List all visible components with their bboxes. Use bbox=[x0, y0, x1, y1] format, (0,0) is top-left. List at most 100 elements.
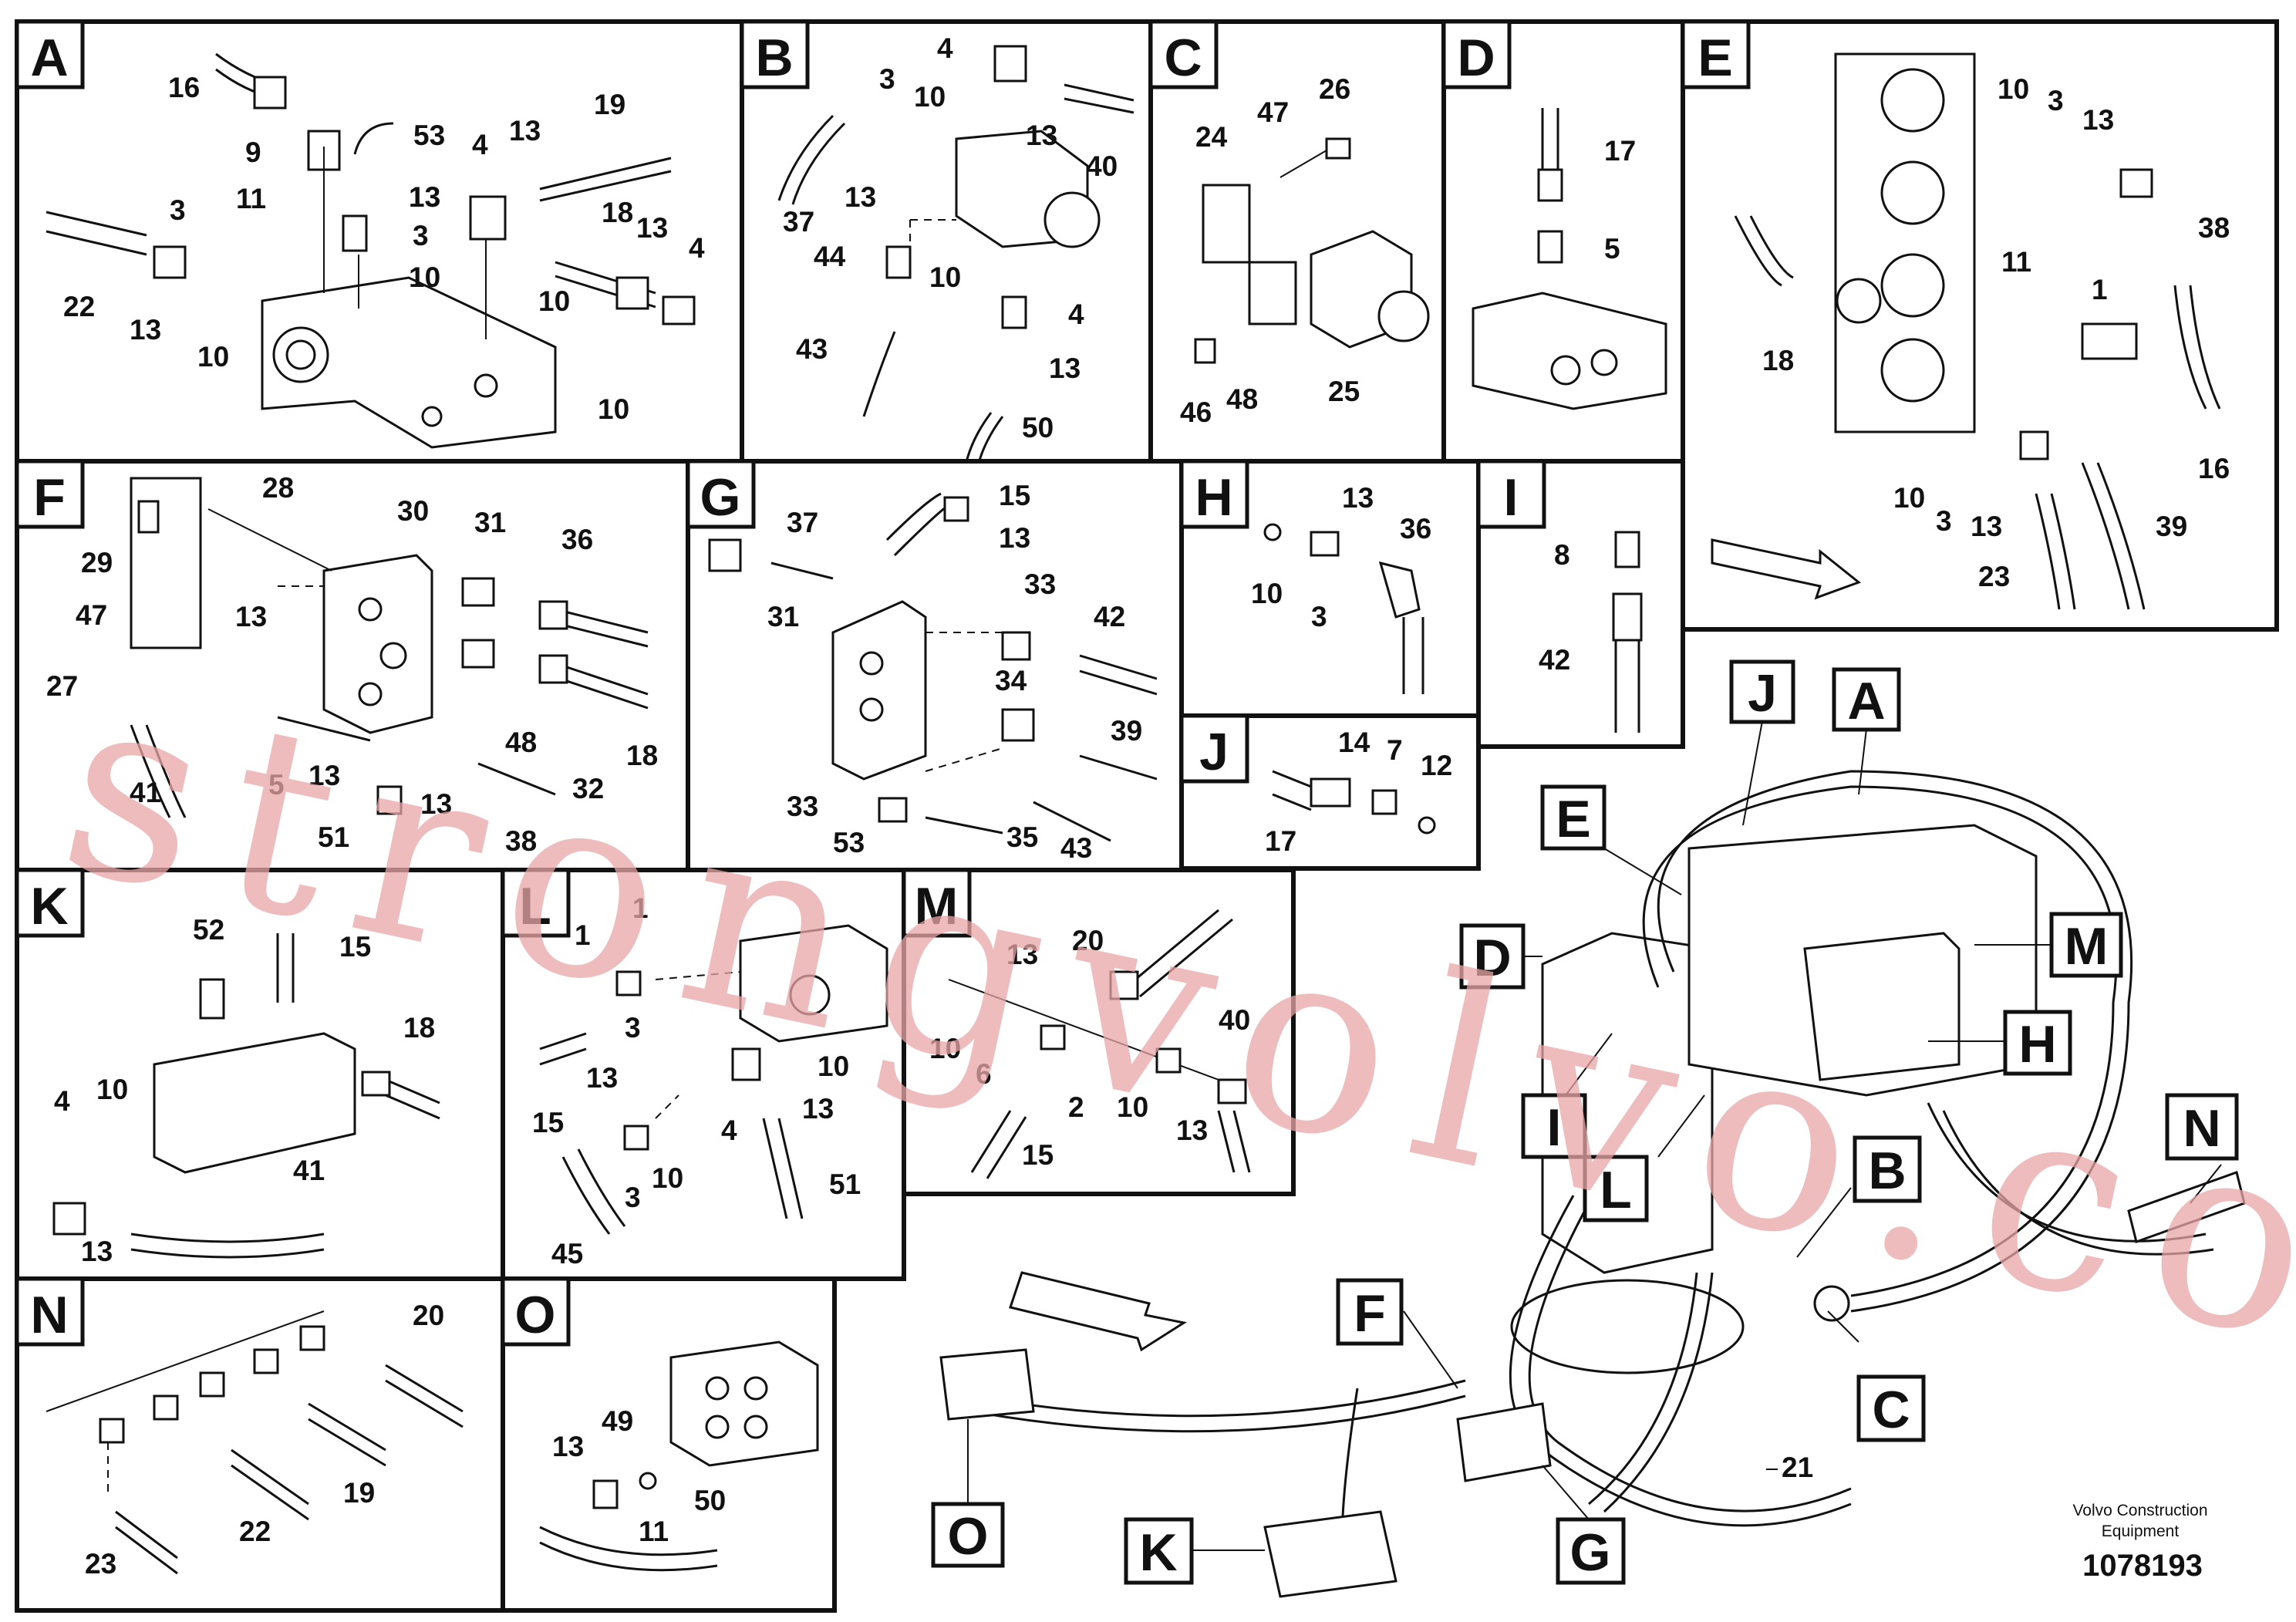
part-label: 11 bbox=[639, 1516, 669, 1547]
part-label: 48 bbox=[505, 727, 537, 758]
part-label: 3 bbox=[879, 63, 895, 95]
part-label: 13 bbox=[1006, 939, 1038, 970]
panel-i: I 8 42 bbox=[1476, 459, 1685, 749]
svg-text:F: F bbox=[1354, 1284, 1386, 1343]
part-label: 5 bbox=[268, 769, 285, 801]
part-label: 33 bbox=[1024, 568, 1056, 600]
svg-text:C: C bbox=[1872, 1381, 1910, 1439]
part-label: 3 bbox=[625, 1012, 641, 1044]
part-label: 24 bbox=[1195, 121, 1228, 153]
part-label: 10 bbox=[538, 285, 570, 317]
part-label: 13 bbox=[586, 1062, 618, 1094]
panel-a: A 16 9 53 19 13 4 13 11 13 3 10 18 13 bbox=[15, 19, 744, 464]
panel-j: J 14 7 12 17 bbox=[1179, 713, 1481, 871]
part-label: 10 bbox=[1893, 482, 1925, 514]
part-label: 21 bbox=[1782, 1452, 1813, 1483]
part-label: 13 bbox=[636, 212, 668, 244]
svg-text:A: A bbox=[1847, 672, 1885, 730]
part-label: 4 bbox=[1068, 298, 1084, 330]
callout-c[interactable]: C bbox=[1827, 1310, 1926, 1442]
callout-b[interactable]: B bbox=[1796, 1135, 1922, 1258]
part-label: 2 bbox=[1068, 1091, 1084, 1123]
part-label: 42 bbox=[1094, 601, 1125, 632]
part-label: 7 bbox=[1387, 734, 1403, 766]
part-label: 16 bbox=[168, 72, 200, 103]
callout-j[interactable]: J bbox=[1729, 659, 1795, 826]
panel-m-letter: M bbox=[915, 877, 959, 936]
part-label: 36 bbox=[561, 524, 593, 555]
part-label: 1 bbox=[632, 892, 649, 924]
part-label: 13 bbox=[845, 181, 876, 213]
part-label: 4 bbox=[937, 32, 953, 64]
part-label: 18 bbox=[602, 197, 633, 228]
svg-text:N: N bbox=[2183, 1099, 2220, 1158]
part-label: 5 bbox=[1604, 233, 1620, 265]
panel-b: B 4 3 10 13 40 37 13 44 10 4 43 13 50 bbox=[740, 19, 1153, 479]
part-label: 19 bbox=[343, 1477, 375, 1509]
part-label: 22 bbox=[63, 291, 95, 322]
part-label: 4 bbox=[721, 1114, 737, 1146]
part-label: 10 bbox=[929, 1033, 961, 1064]
part-label: 10 bbox=[1998, 73, 2029, 105]
part-label: 18 bbox=[626, 740, 658, 771]
part-label: 3 bbox=[1936, 505, 1952, 537]
part-label: 15 bbox=[339, 931, 371, 963]
callout-i[interactable]: I bbox=[1521, 1033, 1613, 1159]
part-label: 8 bbox=[1554, 539, 1570, 571]
part-label: 37 bbox=[787, 507, 818, 538]
part-label: 12 bbox=[1421, 750, 1452, 781]
part-label: 13 bbox=[509, 115, 541, 147]
part-label: 10 bbox=[652, 1162, 683, 1194]
callout-o[interactable]: O bbox=[931, 1419, 1005, 1568]
part-label: 28 bbox=[262, 472, 294, 504]
part-label: 50 bbox=[694, 1485, 726, 1516]
callout-g[interactable]: G bbox=[1542, 1465, 1626, 1585]
panel-c-letter: C bbox=[1164, 29, 1202, 87]
part-label: 10 bbox=[1251, 578, 1283, 609]
part-label: 13 bbox=[235, 601, 267, 632]
svg-text:B: B bbox=[1868, 1141, 1906, 1200]
svg-text:H: H bbox=[2018, 1015, 2056, 1074]
part-label: 3 bbox=[2048, 85, 2064, 116]
callout-n[interactable]: N bbox=[2165, 1093, 2239, 1204]
callout-f[interactable]: F bbox=[1336, 1278, 1458, 1389]
panel-d-letter: D bbox=[1457, 29, 1495, 87]
panel-h: H 13 36 10 3 bbox=[1179, 459, 1481, 718]
part-label: 3 bbox=[625, 1182, 641, 1213]
part-label: 1 bbox=[2092, 274, 2108, 305]
part-label: 23 bbox=[1978, 561, 2010, 592]
part-label: 4 bbox=[54, 1085, 70, 1117]
panel-b-letter: B bbox=[755, 29, 793, 87]
part-label: 41 bbox=[293, 1155, 325, 1186]
part-label: 13 bbox=[420, 788, 452, 820]
panel-c: C 47 26 24 25 46 48 bbox=[1148, 19, 1446, 464]
callout-m[interactable]: M bbox=[1974, 912, 2123, 978]
part-label: 10 bbox=[1117, 1091, 1148, 1123]
part-label: 45 bbox=[551, 1238, 583, 1270]
callout-a[interactable]: A bbox=[1832, 667, 1901, 795]
part-label: 13 bbox=[409, 181, 440, 213]
direction-arrow-icon bbox=[1711, 538, 1862, 600]
panel-n-letter: N bbox=[30, 1286, 68, 1344]
callout-h[interactable]: H bbox=[1928, 1010, 2072, 1076]
callout-e[interactable]: E bbox=[1540, 784, 1682, 895]
part-label: 13 bbox=[409, 181, 440, 213]
part-label: 13 bbox=[130, 314, 161, 346]
callout-d[interactable]: D bbox=[1459, 923, 1542, 990]
part-label: 16 bbox=[2198, 453, 2230, 484]
part-label: 38 bbox=[505, 825, 537, 857]
part-label: 13 bbox=[1049, 352, 1081, 384]
panel-o-letter: O bbox=[515, 1286, 556, 1344]
part-label: 13 bbox=[552, 1431, 584, 1462]
panel-l: L 1 1 3 10 15 13 4 13 3 10 51 45 bbox=[501, 868, 906, 1281]
callout-k[interactable]: K bbox=[1124, 1517, 1265, 1585]
part-label: 40 bbox=[1086, 150, 1118, 182]
part-label: 31 bbox=[767, 601, 799, 632]
panel-g-letter: G bbox=[700, 468, 741, 527]
panel-h-letter: H bbox=[1195, 468, 1232, 527]
svg-text:O: O bbox=[948, 1507, 989, 1566]
part-label: 34 bbox=[995, 665, 1027, 696]
callout-l[interactable]: L bbox=[1583, 1094, 1705, 1222]
part-label: 13 bbox=[802, 1093, 834, 1125]
part-label: 47 bbox=[1257, 96, 1289, 128]
